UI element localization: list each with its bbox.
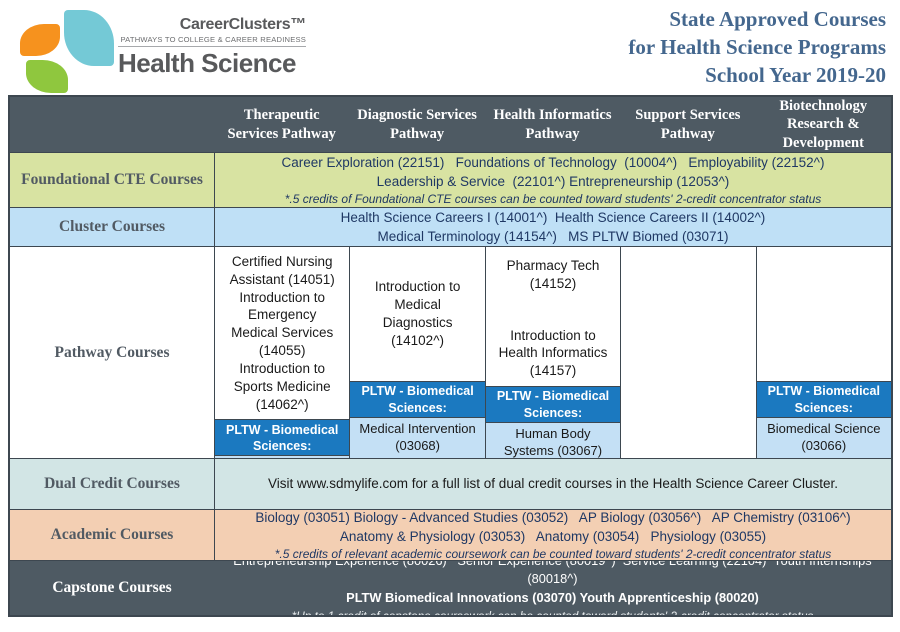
logo-petal-orange-icon xyxy=(20,24,60,56)
capstone-note: *Up to 1 credit of capstone coursework c… xyxy=(292,608,814,615)
biotech-courses-empty xyxy=(757,247,891,381)
pltw-header-informatics: PLTW - Biomedical Sciences: xyxy=(485,386,621,423)
logo-brand-name: CareerClusters™ xyxy=(179,16,307,33)
row-content-dual-credit: Visit www.sdmylife.com for a full list o… xyxy=(215,459,891,509)
logo-cluster-name: Health Science xyxy=(118,48,296,78)
pltw-course-therapeutic: Human Body Systems (03067) xyxy=(215,455,350,458)
pltw-course-informatics: Human Body Systems (03067) xyxy=(485,422,621,458)
course-table: Therapeutic Services Pathway Diagnostic … xyxy=(8,95,893,617)
row-label-capstone: Capstone Courses xyxy=(52,579,172,596)
informatics-courses: Pharmacy Tech (14152) Introduction to He… xyxy=(486,247,620,386)
row-content-academic: Biology (03051) Biology - Advanced Studi… xyxy=(215,510,891,560)
foundational-courses-line-1: Career Exploration (22151) Foundations o… xyxy=(281,154,825,170)
academic-note: *.5 credits of relevant academic coursew… xyxy=(274,547,832,560)
therapeutic-courses: Certified Nursing Assistant (14051) Intr… xyxy=(215,247,349,419)
row-label-academic: Academic Courses xyxy=(10,510,214,560)
capstone-courses-line-2: PLTW Biomedical Innovations (03070) Yout… xyxy=(346,590,759,606)
dual-credit-text: Visit www.sdmylife.com for a full list o… xyxy=(268,476,838,492)
course-item: Certified Nursing Assistant (14051) xyxy=(229,254,335,287)
page-title-line-1: State Approved Courses xyxy=(669,7,886,31)
diagnostic-courses: Introduction to Medical Diagnostics (141… xyxy=(350,247,484,381)
logo-petal-green-icon xyxy=(26,60,68,93)
row-content-foundational: Career Exploration (22151) Foundations o… xyxy=(215,153,891,207)
foundational-courses-line-2: Leadership & Service (22101^) Entreprene… xyxy=(376,173,730,189)
career-clusters-logo: CareerClusters™ PATHWAYS TO COLLEGE & CA… xyxy=(18,8,308,93)
support-courses-empty xyxy=(621,247,755,458)
row-content-capstone: Entrepreneurship Experience (80026) Seni… xyxy=(214,561,891,615)
pltw-header-biotech: PLTW - Biomedical Sciences: xyxy=(756,381,891,417)
academic-courses-line-1: Biology (03051) Biology - Advanced Studi… xyxy=(255,510,851,525)
pathway-column-therapeutic: Certified Nursing Assistant (14051) Intr… xyxy=(215,247,350,458)
column-header-support: Support Services Pathway xyxy=(635,106,741,142)
logo-tagline: PATHWAYS TO COLLEGE & CAREER READINESS xyxy=(120,35,306,44)
column-header-therapeutic: Therapeutic Services Pathway xyxy=(227,106,336,142)
logo-petals-icon xyxy=(18,8,123,93)
page-title: State Approved Courses for Health Scienc… xyxy=(426,6,886,90)
course-item: Introduction to Health Informatics (1415… xyxy=(498,327,608,379)
pathway-column-informatics: Pharmacy Tech (14152) Introduction to He… xyxy=(485,247,621,458)
academic-courses-line-2: Anatomy & Physiology (03053) Anatomy (03… xyxy=(339,528,767,544)
pathway-column-biotech: PLTW - Biomedical Sciences: Biomedical S… xyxy=(756,247,891,458)
logo-petal-teal-icon xyxy=(64,10,114,66)
cluster-courses-line-1: Health Science Careers I (14001^) Health… xyxy=(340,209,766,225)
pltw-course-biotech: Biomedical Science (03066) xyxy=(756,417,891,458)
logo-divider xyxy=(118,46,306,47)
pltw-header-therapeutic: PLTW - Biomedical Sciences: xyxy=(215,419,350,456)
course-item: Introduction to Emergency Medical Servic… xyxy=(231,289,334,359)
header-spacer-cell xyxy=(10,97,214,152)
pathway-column-diagnostic: Introduction to Medical Diagnostics (141… xyxy=(350,247,485,458)
logo-text: CareerClusters™ PATHWAYS TO COLLEGE & CA… xyxy=(118,16,306,79)
row-label-cluster: Cluster Courses xyxy=(10,208,214,246)
page-title-line-3: School Year 2019-20 xyxy=(705,62,886,87)
pathway-column-support xyxy=(621,247,756,458)
capstone-courses-line-1: Entrepreneurship Experience (80026) Seni… xyxy=(233,561,871,587)
page-title-line-2: for Health Science Programs xyxy=(628,34,886,59)
column-header-informatics: Health Informatics Pathway xyxy=(493,106,612,142)
row-label-dual-credit: Dual Credit Courses xyxy=(10,459,214,509)
row-capstone: Capstone Courses Entrepreneurship Experi… xyxy=(10,561,891,615)
course-item: Introduction to Medical Diagnostics (141… xyxy=(374,279,461,348)
table-header-row: Therapeutic Services Pathway Diagnostic … xyxy=(10,97,891,152)
foundational-note: *.5 credits of Foundational CTE courses … xyxy=(284,192,822,207)
row-label-pathway: Pathway Courses xyxy=(10,247,214,458)
page-header: CareerClusters™ PATHWAYS TO COLLEGE & CA… xyxy=(0,0,900,95)
column-header-diagnostic: Diagnostic Services Pathway xyxy=(357,106,477,142)
course-item: Pharmacy Tech (14152) xyxy=(506,258,600,291)
row-content-cluster: Health Science Careers I (14001^) Health… xyxy=(215,208,891,246)
column-header-biotech: Biotechnology Research & Development xyxy=(779,97,868,151)
course-item: Introduction to Sports Medicine (14062^) xyxy=(233,360,331,412)
pltw-header-diagnostic: PLTW - Biomedical Sciences: xyxy=(350,381,485,417)
row-label-foundational: Foundational CTE Courses xyxy=(10,153,214,207)
cluster-courses-line-2: Medical Terminology (14154^) MS PLTW Bio… xyxy=(377,229,729,244)
pltw-course-diagnostic: Medical Intervention (03068) xyxy=(350,417,485,458)
